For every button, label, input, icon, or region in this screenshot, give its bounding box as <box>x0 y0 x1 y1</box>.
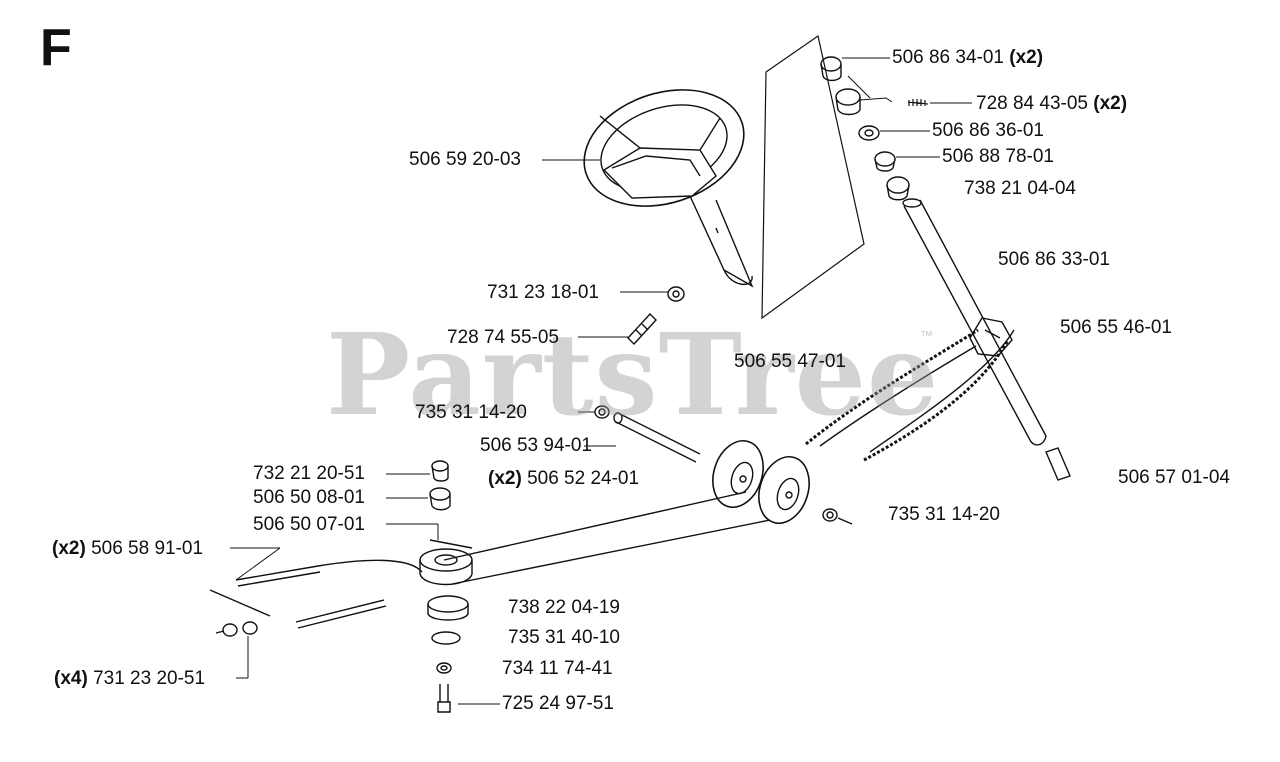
steering-wheel-drawing <box>583 89 754 288</box>
callout-p20: (x2) 506 58 91-01 <box>52 538 204 559</box>
callout-p17: 506 50 08-01 <box>253 487 365 508</box>
callout-p13: 506 53 94-01 <box>480 435 592 456</box>
callout-p4: 506 88 78-01 <box>942 146 1054 167</box>
callout-p7: 506 86 33-01 <box>998 249 1110 270</box>
clips-drawing <box>594 405 853 525</box>
callout-p2: 728 84 43-05 (x2) <box>976 93 1128 114</box>
tie-rod-nuts-drawing <box>215 621 258 637</box>
lower-bearing-stack-drawing <box>419 460 473 713</box>
pulleys-drawing <box>712 440 810 524</box>
callout-p10: 728 74 55-05 <box>447 327 559 348</box>
callout-p3: 506 86 36-01 <box>932 120 1044 141</box>
sprocket-chain-drawing <box>805 317 1015 462</box>
axle-pin-drawing <box>613 412 701 463</box>
watermark-trademark: ™ <box>920 328 933 343</box>
callout-p15: 732 21 20-51 <box>253 463 365 484</box>
callout-p8: 731 23 18-01 <box>487 282 599 303</box>
callout-p11: 506 55 47-01 <box>734 351 846 372</box>
callout-p16: 506 57 01-04 <box>1118 467 1230 488</box>
upper-bushings-drawing <box>820 56 929 201</box>
wheel-group-bracket <box>761 34 865 320</box>
callout-p23: 734 11 74-41 <box>502 658 613 679</box>
callout-p6: 506 59 20-03 <box>409 149 521 170</box>
callout-p9: 506 55 46-01 <box>1060 317 1172 338</box>
watermark-text: PartsTree <box>326 310 940 441</box>
wheel-nut-bolt-drawing <box>627 286 685 346</box>
callout-p5: 738 21 04-04 <box>964 178 1076 199</box>
leader-lines <box>230 57 972 705</box>
tie-rods-drawing <box>209 559 423 629</box>
callout-p21: 738 22 04-19 <box>508 597 620 618</box>
callout-p12: 735 31 14-20 <box>415 402 527 423</box>
callout-p25: 725 24 97-51 <box>502 693 614 714</box>
callout-p19: 506 50 07-01 <box>253 514 365 535</box>
section-letter: F <box>40 19 72 77</box>
callout-p14: (x2) 506 52 24-01 <box>488 468 640 489</box>
callout-p24: (x4) 731 23 20-51 <box>54 668 206 689</box>
callout-p18: 735 31 14-20 <box>888 504 1000 525</box>
lever-arm-drawing <box>429 491 771 585</box>
callout-p1: 506 86 34-01 (x2) <box>892 47 1044 68</box>
callout-p22: 735 31 40-10 <box>508 627 620 648</box>
